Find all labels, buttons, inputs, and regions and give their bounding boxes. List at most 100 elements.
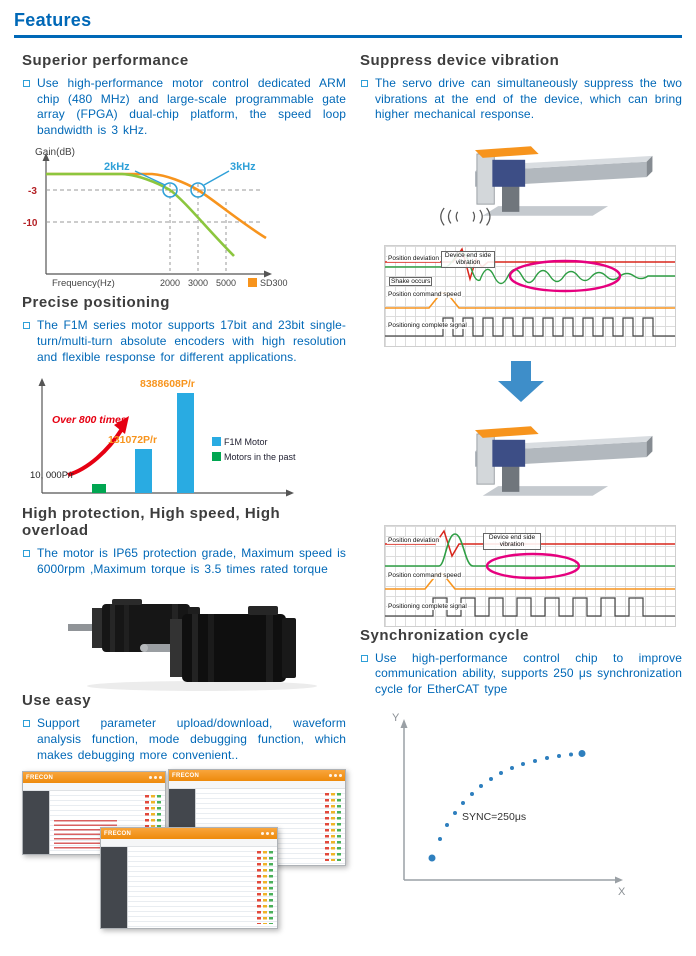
device-vibration-wave: [385, 532, 675, 567]
annotation-2khz: 2kHz: [104, 161, 130, 173]
software-toolbar: [169, 781, 345, 790]
software-brand-logo: FRECON: [172, 772, 200, 779]
heading-synchronization-cycle: Synchronization cycle: [360, 626, 529, 644]
high-protection-bullet: The motor is IP65 protection grade, Maxi…: [22, 546, 346, 577]
heading-precise-positioning: Precise positioning: [22, 294, 170, 312]
device-base: [482, 485, 609, 496]
no-vibration-highlight-ellipse: [485, 552, 581, 579]
synchronization-cycle-bullet: Use high-performance control chip to imp…: [360, 651, 682, 698]
label-complete-signal: Positioning complete signal: [387, 602, 468, 611]
bandwidth-highlight-circles: [134, 170, 230, 199]
bar-past-motor: [92, 484, 106, 494]
window-control-icon: [159, 776, 162, 780]
precise-positioning-text: The F1M series motor supports 17bit and …: [37, 318, 346, 364]
label-position-deviation: Position deviation: [387, 536, 440, 545]
software-titlebar: FRECON: [101, 828, 277, 840]
bullet-square-icon: [23, 80, 30, 87]
status-dots-red: [145, 795, 149, 851]
bullet-square-icon: [361, 654, 368, 662]
sd300-legend-swatch: [248, 278, 257, 288]
sync-y-axis-label: Y: [392, 712, 400, 724]
servo-motors-image: [68, 599, 317, 692]
status-dots-green: [269, 851, 273, 925]
suppress-vibration-bullet: The servo drive can simultaneously suppr…: [360, 76, 682, 123]
label-complete-signal: Positioning complete signal: [387, 321, 468, 330]
high-protection-text: The motor is IP65 protection grade, Maxi…: [37, 546, 346, 576]
past-legend-label: Motors in the past: [224, 452, 296, 462]
status-dots-red: [257, 851, 261, 925]
window-control-icon: [271, 832, 274, 836]
software-brand-logo: FRECON: [104, 830, 132, 837]
f1m-legend-label: F1M Motor: [224, 437, 268, 447]
gain-xtick-5000: 5000: [216, 278, 236, 288]
software-toolbar: [101, 839, 277, 848]
vibration-highlight-ellipse: [508, 259, 622, 292]
software-toolbar: [23, 783, 165, 792]
device-vibration-wave: [385, 252, 675, 284]
device-carriage: [475, 146, 539, 205]
annotation-3khz: 3kHz: [230, 161, 256, 173]
bullet-square-icon: [361, 80, 368, 87]
gain-xtick-2000: 2000: [160, 278, 180, 288]
bullet-square-icon: [23, 550, 30, 558]
bar-label-10000: 10, 000P/r: [30, 470, 74, 481]
device-illustration-before: [440, 146, 653, 226]
synchronization-cycle-text: Use high-performance control chip to imp…: [375, 650, 682, 696]
software-sidebar: [101, 847, 127, 929]
vibration-waveform-after: Position deviation Device end side vibra…: [384, 524, 676, 627]
conventional-gain-curve: [46, 173, 235, 258]
sync-chart-axes: [400, 718, 623, 884]
status-dots-yellow: [263, 851, 267, 925]
device-base: [482, 205, 609, 216]
label-device-end-vibration: Device end side vibration: [483, 532, 541, 550]
device-illustration-after: [475, 426, 653, 496]
status-dots-green: [157, 795, 161, 851]
device-column: [502, 462, 520, 492]
transition-down-arrow-icon: [498, 360, 544, 402]
label-device-end-vibration: Device end side vibration: [441, 250, 495, 268]
bullet-square-icon: [23, 322, 30, 330]
window-control-icon: [339, 774, 342, 778]
heading-superior-performance: Superior performance: [22, 52, 189, 69]
sync-curve-dots: [428, 749, 586, 862]
sd300-gain-curve: [46, 173, 267, 240]
gain-chart-xlabel: Frequency(Hz): [52, 278, 115, 289]
gain-bandwidth-chart: Gain(dB) -3 -10 2kHz 3kHz 2000 3000 5000…: [23, 147, 288, 289]
bullet-square-icon: [23, 720, 30, 728]
precise-positioning-bullet: The F1M series motor supports 17bit and …: [22, 318, 346, 365]
gain-chart-ylabel: Gain(dB): [35, 147, 75, 158]
device-carriage: [475, 426, 539, 485]
gain-xtick-3000: 3000: [188, 278, 208, 288]
use-easy-text: Support parameter upload/download, wavef…: [37, 716, 346, 762]
superior-performance-bullet: Use high-performance motor control dedic…: [22, 76, 346, 138]
window-control-icon: [154, 776, 157, 780]
software-table-area: [127, 847, 277, 929]
front-motor: [140, 606, 296, 683]
status-dots-yellow: [331, 793, 335, 862]
gain-ytick-minus3: -3: [28, 186, 37, 197]
label-command-speed: Position command speed: [387, 290, 462, 299]
use-easy-bullet: Support parameter upload/download, wavef…: [22, 716, 346, 763]
past-legend-swatch: [212, 452, 221, 462]
sd300-legend-label: SD300: [260, 278, 288, 288]
sync-x-axis-label: X: [618, 886, 626, 898]
superior-performance-text: Use high-performance motor control dedic…: [37, 76, 346, 137]
left-column: Superior performance Use high-performanc…: [22, 52, 346, 939]
heading-use-easy: Use easy: [22, 692, 92, 710]
software-brand-logo: FRECON: [26, 774, 54, 781]
suppress-vibration-text: The servo drive can simultaneously suppr…: [375, 76, 682, 122]
window-control-icon: [149, 776, 152, 780]
bar-label-8388608: 8388608P/r: [140, 378, 195, 390]
heading-high-protection: High protection, High speed, High overlo…: [22, 505, 281, 540]
f1m-legend-swatch: [212, 437, 221, 447]
software-sidebar: [23, 791, 49, 855]
over-800-times-label: Over 800 times: [52, 414, 127, 426]
bar-chart-axes: [38, 378, 294, 497]
label-position-deviation: Position deviation: [387, 254, 440, 263]
gain-ytick-minus10: -10: [23, 218, 38, 229]
encoder-resolution-bar-chart: Over 800 times 10, 000P/r 131072P/r 8388…: [30, 378, 296, 497]
software-titlebar: FRECON: [169, 770, 345, 782]
window-control-icon: [266, 832, 269, 836]
vibration-marks-icon: [440, 207, 491, 226]
bar-17bit: [135, 449, 152, 494]
